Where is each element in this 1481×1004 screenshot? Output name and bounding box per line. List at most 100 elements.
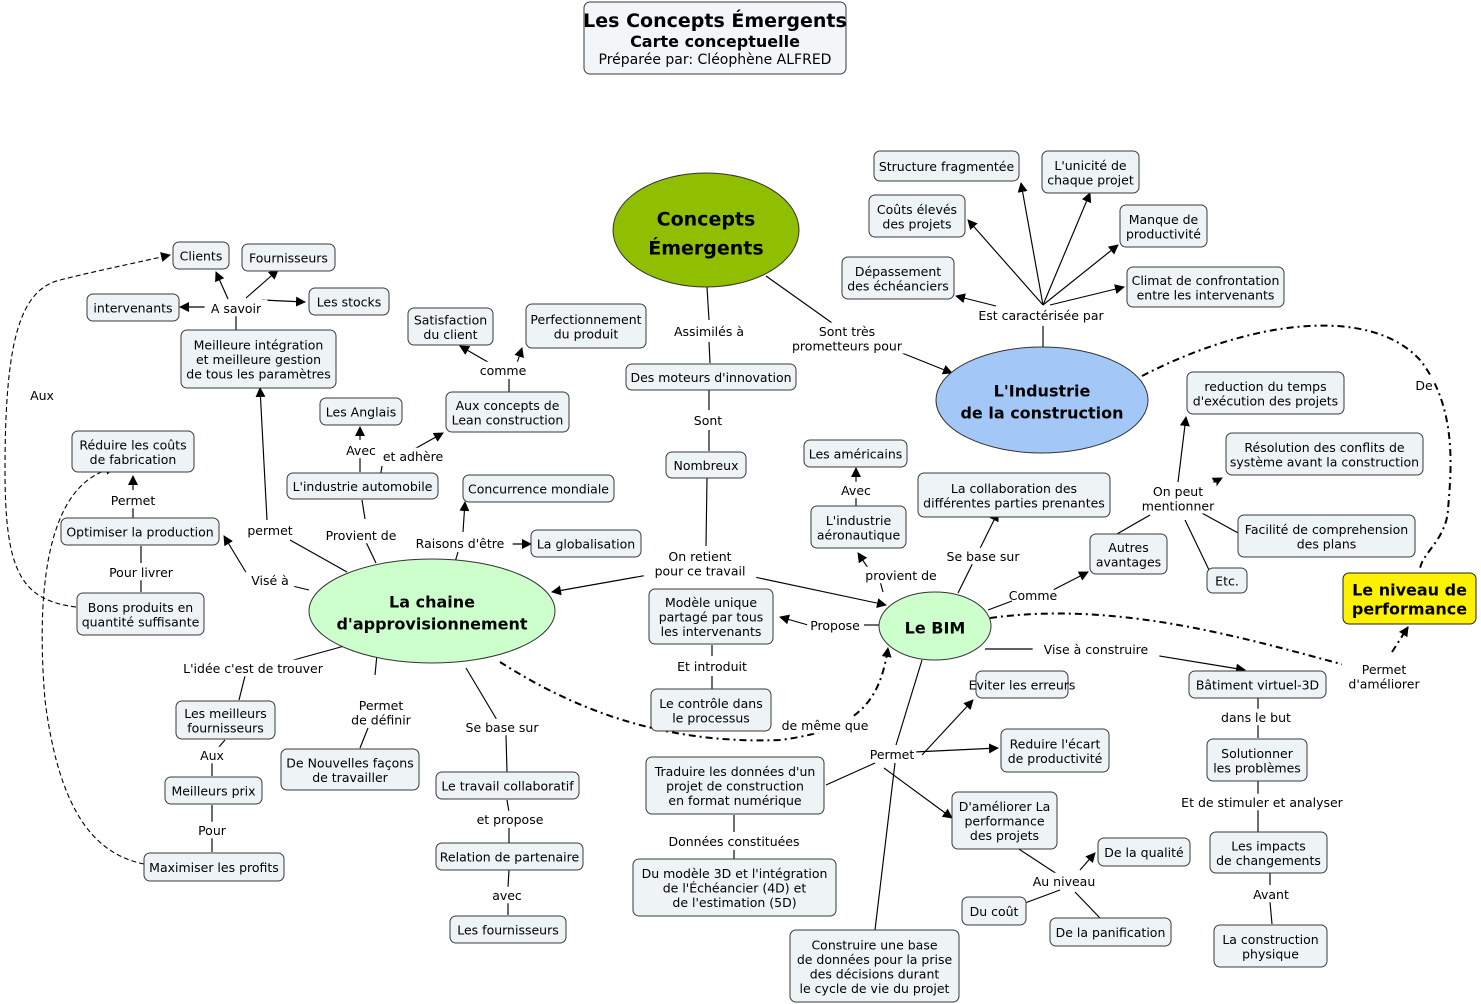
link-label-base-sur-bim-text: Se base sur	[947, 549, 1021, 564]
satisfaction-node-shape	[407, 307, 494, 346]
globalisation-node: La globalisation	[530, 529, 642, 558]
link-label-vise-construire: Vise à construire	[1032, 640, 1160, 658]
link-label-introduit-text: Et introduit	[677, 659, 747, 674]
clients-node-shape	[172, 241, 230, 270]
link-label-avec-fourn: avec	[489, 886, 525, 904]
link-line-22	[1052, 571, 1089, 591]
planification-node: De la panification	[1049, 917, 1172, 947]
reduction-temps-node-shape	[1186, 371, 1345, 415]
concepts-node-shape	[612, 172, 800, 288]
link-label-avec-fourn-bg	[489, 886, 525, 904]
link-label-se-base-sur: Se base sur	[459, 718, 545, 736]
optimiser-node: Optimiser la production	[60, 517, 220, 546]
link-line-63	[459, 501, 470, 533]
link-label-stimuler-bg	[1166, 793, 1358, 811]
clients-node-text: Clients	[180, 249, 223, 264]
link-label-de: De	[1413, 376, 1435, 394]
nouvelles-facons-node-shape	[280, 748, 420, 791]
link-label-propose-bg	[807, 616, 863, 634]
link-label-base-sur-bim: Se base sur	[940, 547, 1026, 565]
perfectionnement-node-shape	[525, 303, 647, 349]
link-line-85	[217, 739, 226, 749]
moteurs-node-shape	[625, 363, 797, 391]
link-label-permet-bim: Permet	[867, 745, 917, 763]
stocks-node-text: Les stocks	[317, 295, 382, 310]
link-label-donnees: Données constituées	[663, 832, 805, 850]
link-curve-82	[41, 464, 145, 865]
link-label-vise-construire-bg	[1032, 640, 1160, 658]
link-label-stimuler-text: Et de stimuler et analyser	[1181, 795, 1344, 810]
clients-node: Clients	[172, 241, 230, 270]
relation-part-node: Relation de partenaire	[435, 842, 584, 871]
link-label-assimiles-bg	[666, 322, 752, 340]
nombreux-node-shape	[665, 451, 747, 479]
link-label-avec-angl-text: Avec	[346, 443, 376, 458]
meilleure-integ-node-shape	[180, 329, 337, 389]
link-line-47	[1024, 889, 1061, 904]
structure-node-shape	[873, 150, 1020, 182]
depassement-node-shape	[841, 256, 955, 300]
nombreux-node-text: Nombreux	[674, 458, 739, 473]
link-line-14	[1049, 284, 1125, 306]
link-label-au-niveau: Au niveau	[1029, 872, 1099, 890]
link-line-12	[1042, 192, 1092, 306]
travail-collab-node-text: Le travail collaboratif	[441, 779, 574, 794]
link-label-avec-fourn-text: avec	[492, 888, 522, 903]
link-line-68	[223, 535, 251, 580]
link-label-pour-max-bg	[194, 821, 230, 839]
link-label-pour-livrer-bg	[98, 563, 184, 581]
link-line-43	[825, 762, 876, 786]
link-label-idee-text: L'idée c'est de trouver	[183, 661, 324, 676]
moteurs-node-text: Des moteurs d'innovation	[630, 370, 791, 385]
industrie-aero-node-shape	[810, 505, 907, 549]
americains-node: Les américains	[803, 439, 908, 468]
link-curve-81	[4, 252, 171, 608]
link-line-24	[857, 552, 869, 569]
climat-node-shape	[1126, 266, 1285, 308]
link-label-propose-text: Propose	[810, 618, 860, 633]
link-line-52	[1199, 511, 1241, 535]
autres-av-node-shape	[1089, 533, 1168, 575]
link-label-permet-ameliorer-bg	[1341, 660, 1427, 692]
link-label-aux-left-text: Aux	[30, 388, 54, 403]
link-label-permet-chaine: permet	[245, 521, 295, 539]
link-label-permet-definir-bg	[342, 696, 420, 728]
link-label-introduit-bg	[666, 657, 758, 675]
link-label-sont-text: Sont	[694, 413, 723, 428]
link-label-raisons: Raisons d'être	[407, 534, 513, 552]
link-label-dans-but-bg	[1213, 708, 1299, 726]
etc-node: Etc.	[1206, 567, 1248, 594]
relation-part-node-shape	[435, 842, 584, 871]
map-title-frame	[583, 1, 847, 75]
link-label-permet-chaine-bg	[245, 521, 295, 539]
link-line-95	[507, 869, 510, 888]
anglais-node-text: Les Anglais	[326, 405, 396, 420]
link-label-assimiles-text: Assimilés à	[674, 324, 744, 339]
link-line-40	[921, 699, 974, 756]
map-subtitle: Carte conceptuelle	[630, 32, 800, 51]
stocks-node-shape	[308, 287, 390, 316]
travail-collab-node-shape	[435, 771, 580, 800]
link-label-assimiles: Assimilés à	[666, 322, 752, 340]
link-label-comme-lean-bg	[482, 361, 524, 379]
